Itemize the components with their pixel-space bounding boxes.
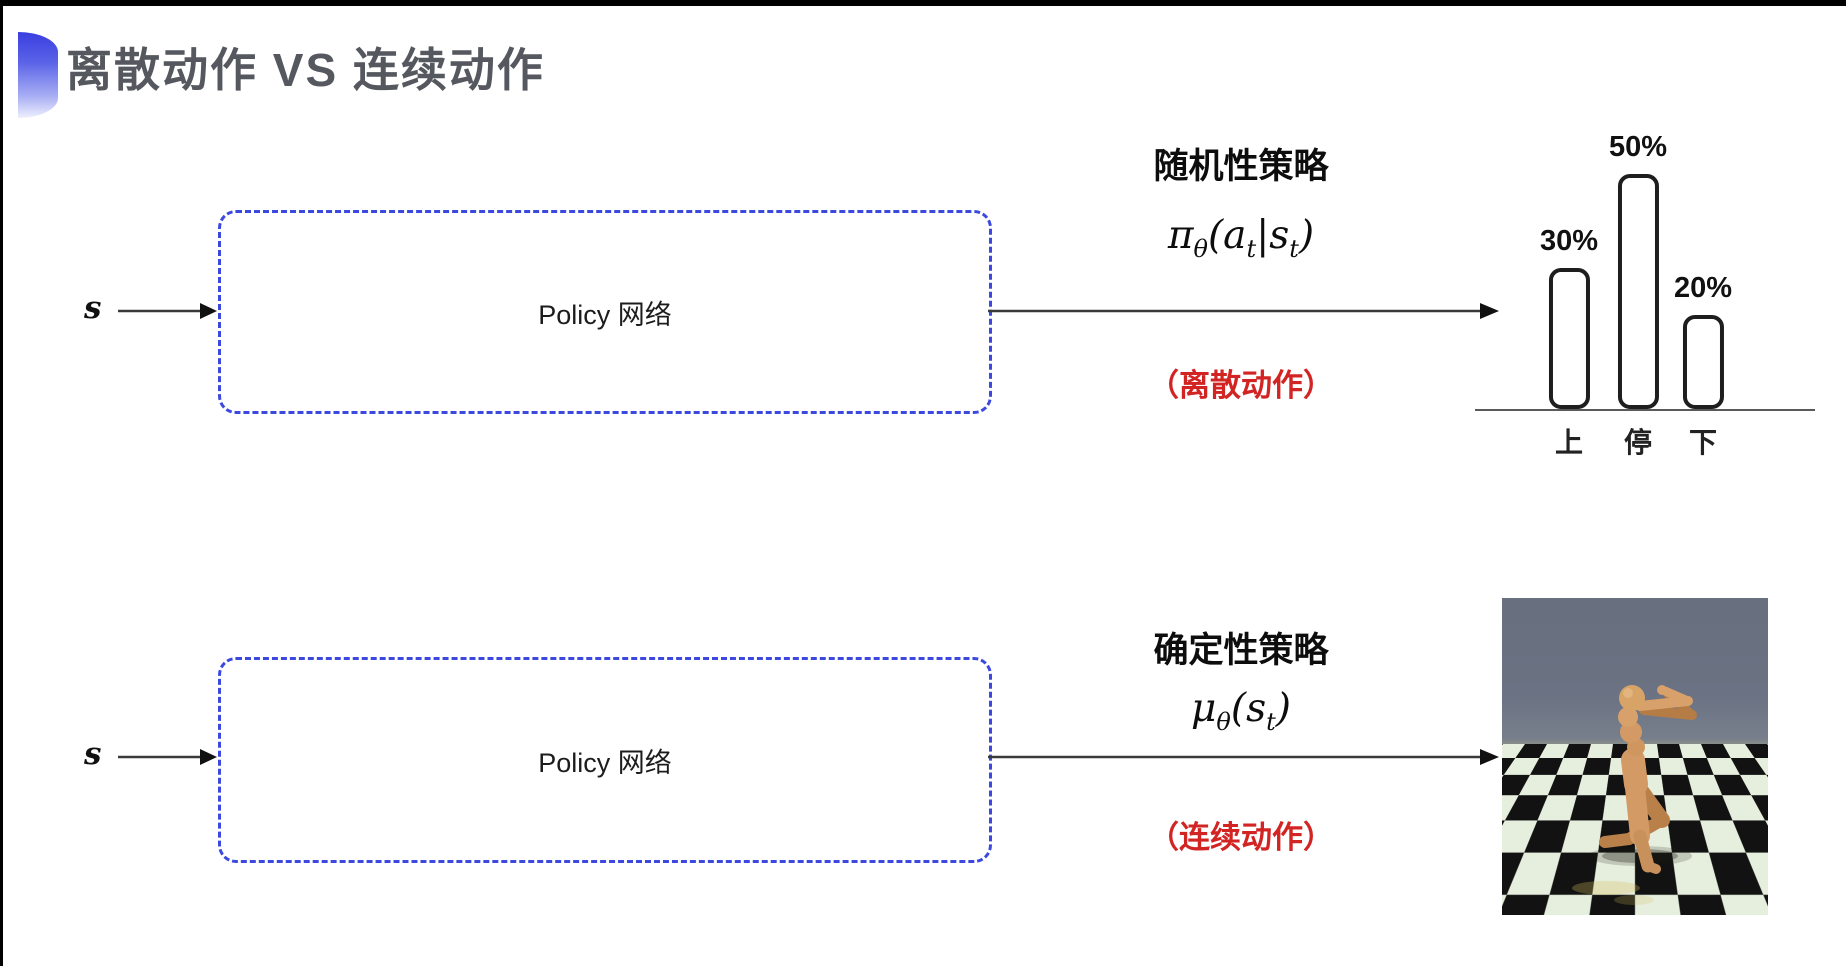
formula-fn: μ: [1191, 686, 1217, 731]
bar-column-up: 30%: [1540, 225, 1598, 409]
policy-network-label-top: Policy 网络: [538, 299, 672, 330]
chart-baseline: [1475, 409, 1815, 411]
policy-type-label-bottom: 确定性策略: [1153, 631, 1329, 670]
input-arrow-top: [118, 303, 217, 319]
category-label-up: 上: [1554, 427, 1584, 458]
bar-down: [1682, 315, 1724, 409]
bar-stop: [1617, 174, 1659, 409]
continuous-action-note: （连续动作）: [1148, 820, 1334, 855]
input-arrow-bottom: [118, 749, 217, 765]
bar-value-label: 50%: [1608, 131, 1668, 163]
category-label-stop: 停: [1623, 427, 1653, 458]
formula-close-paren: ): [1275, 686, 1291, 731]
formula-arg2: s: [1269, 213, 1290, 258]
state-input-label-bottom: s: [84, 736, 102, 772]
formula-arg2-sub: t: [1289, 234, 1299, 263]
action-probability-bar-chart: 30% 50% 20% 上 停 下: [1470, 95, 1820, 475]
formula-arg1: s: [1246, 686, 1267, 731]
state-input-label-top: s: [84, 290, 102, 326]
bar-value-label: 30%: [1539, 225, 1599, 257]
formula-given-bar: |: [1256, 213, 1270, 258]
discrete-action-note: （离散动作）: [1148, 368, 1334, 403]
bar-column-down: 20%: [1674, 272, 1732, 409]
bar-up: [1548, 268, 1590, 409]
output-arrow-bottom: [988, 749, 1499, 765]
humanoid-simulation-image: [1502, 598, 1768, 915]
formula-arg1-sub: t: [1246, 234, 1257, 263]
title-bullet-sphere-icon: [18, 32, 58, 118]
policy-network-box-top: Policy 网络: [218, 210, 992, 414]
policy-network-box-bottom: Policy 网络: [218, 657, 992, 863]
policy-type-label-top: 随机性策略: [1153, 147, 1329, 186]
formula-arg1: a: [1223, 213, 1247, 258]
formula-fn: π: [1167, 213, 1194, 258]
page-title: 离散动作 VS 连续动作: [66, 44, 545, 96]
formula-open-paren: (: [1230, 686, 1247, 731]
formula-close-paren: ): [1298, 213, 1315, 258]
stochastic-policy-formula: πθ(at|st): [1080, 213, 1402, 263]
policy-network-label-bottom: Policy 网络: [538, 747, 672, 778]
category-label-down: 下: [1688, 427, 1718, 458]
formula-open-paren: (: [1207, 213, 1224, 258]
humanoid-robot-figure: [1572, 685, 1697, 905]
bar-value-label: 20%: [1673, 272, 1733, 304]
formula-fn-sub: θ: [1193, 234, 1208, 263]
left-frame-bar: [0, 0, 3, 966]
top-frame-bar: [0, 0, 1846, 6]
formula-fn-sub: θ: [1216, 707, 1231, 736]
deterministic-policy-formula: μθ(st): [1080, 686, 1402, 736]
bar-column-stop: 50%: [1609, 131, 1667, 409]
formula-arg1-sub: t: [1266, 707, 1276, 736]
output-arrow-top: [988, 303, 1499, 319]
